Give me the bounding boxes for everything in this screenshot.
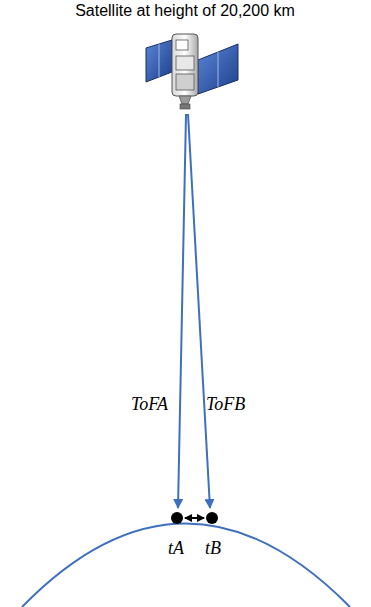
receiver-dot [171,512,183,524]
signal-ray [188,114,210,508]
time-label: tA [168,538,184,559]
diagram-title: Satellite at height of 20,200 km [75,2,295,20]
receiver-dot [206,512,218,524]
earth-surface [22,524,350,607]
time-of-flight-label: ToFA [131,394,168,415]
satellite-body [172,34,198,109]
time-label: tB [205,538,221,559]
distance-arrow [185,517,204,519]
time-of-flight-label: ToFB [206,394,245,415]
signal-ray [178,114,186,508]
